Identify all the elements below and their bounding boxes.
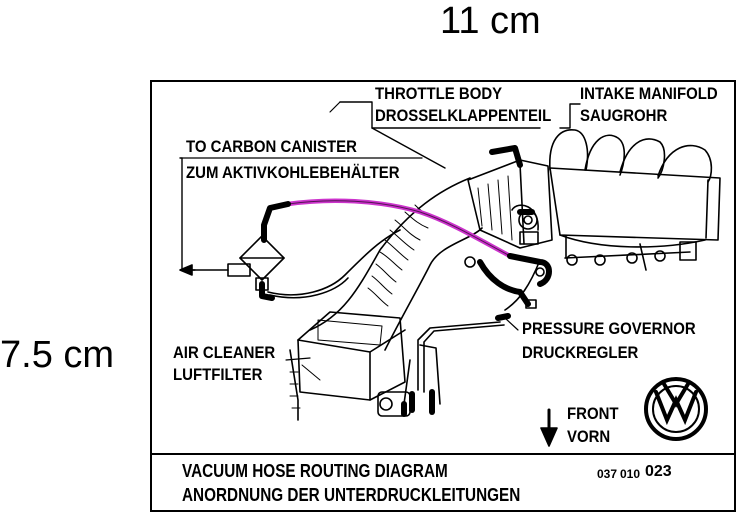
canister-arrow (179, 264, 229, 276)
air-cleaner-label-de: LUFTFILTER (173, 365, 263, 384)
carbon-canister-label-de: ZUM AKTIVKOHLEBEHÄLTER (186, 163, 400, 182)
pressure-governor-label-de: DRUCKREGLER (522, 343, 639, 362)
width-dimension-label: 11 cm (440, 0, 541, 42)
part-number-middle: 010 (620, 467, 641, 481)
throttle-body-label-en: THROTTLE BODY (375, 84, 503, 103)
thick-hose-segments (259, 145, 552, 417)
front-label-en: FRONT (567, 404, 619, 423)
throttle-body-label-de: DROSSELKLAPPENTEIL (375, 106, 552, 125)
intake-manifold-label-de: SAUGROHR (580, 106, 668, 125)
intake-manifold (549, 129, 721, 271)
footer-title-en: VACUUM HOSE ROUTING DIAGRAM (182, 461, 448, 481)
part-number-prefix: 037 (597, 467, 618, 481)
hose-fittings (464, 256, 545, 309)
vacuum-label-frame (150, 80, 736, 512)
carbon-canister-label-en: TO CARBON CANISTER (186, 137, 357, 156)
air-cleaner-box (289, 311, 411, 421)
air-cleaner-label-en: AIR CLEANER (173, 343, 276, 362)
footer-title-de: ANORDNUNG DER UNTERDRUCKLEITUNGEN (182, 485, 521, 505)
carbon-canister-valve (227, 225, 285, 291)
footer-divider (152, 453, 734, 455)
height-dimension-label: 7.5 cm (0, 334, 115, 376)
front-label-de: VORN (567, 427, 611, 446)
pressure-governor-label-en: PRESSURE GOVERNOR (522, 319, 696, 338)
front-arrow (540, 408, 558, 447)
thin-vacuum-lines (267, 229, 541, 405)
intake-manifold-label-en: INTAKE MANIFOLD (580, 84, 718, 103)
part-number-suffix: 023 (645, 463, 672, 480)
vw-logo (644, 377, 708, 441)
